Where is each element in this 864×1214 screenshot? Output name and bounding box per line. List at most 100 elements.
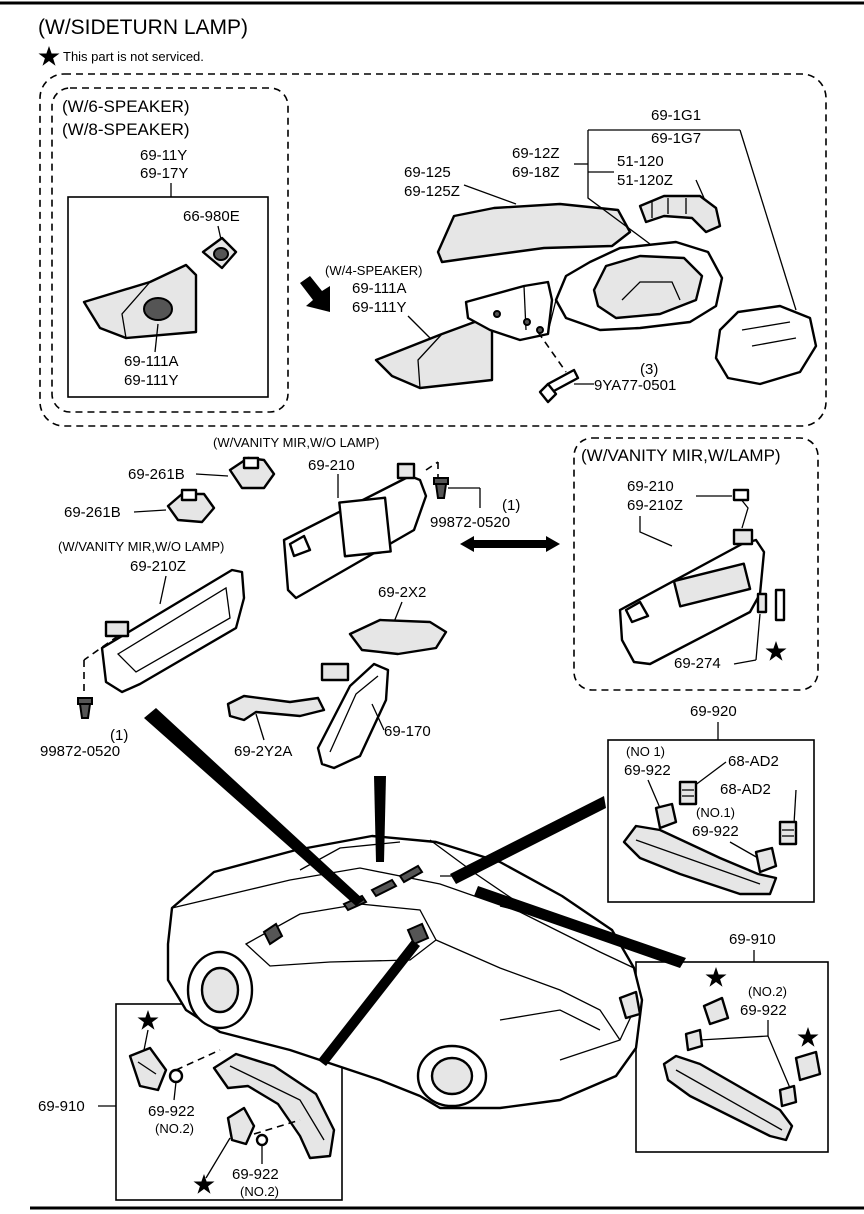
label-69-210-a: 69-210 xyxy=(308,457,355,474)
label-69-170: 69-170 xyxy=(384,723,431,740)
grab-handle-910-right-box xyxy=(635,961,829,1153)
label-69-210-b: 69-210 xyxy=(627,478,674,495)
grab-handle-920-box xyxy=(607,739,815,903)
rear-grab-handle-910-right xyxy=(662,1054,794,1142)
label-68-AD2-a: 68-AD2 xyxy=(728,753,779,770)
mirror-inner-garnish-with-speaker xyxy=(82,263,198,340)
front-grab-handle xyxy=(226,694,326,722)
star-icon xyxy=(193,1174,215,1194)
label-qty-1-a: (1) xyxy=(502,497,520,514)
side-turn-lamp xyxy=(638,194,722,234)
label-69-910-right: 69-910 xyxy=(729,931,776,948)
visor-holder-a xyxy=(228,456,276,490)
label-68-AD2-b: 68-AD2 xyxy=(720,781,771,798)
vanity-lamp-lens xyxy=(774,588,786,622)
label-69-17Y: 69-17Y xyxy=(140,165,188,182)
label-69-1G1: 69-1G1 xyxy=(651,107,701,124)
star-icon xyxy=(38,46,60,66)
sunvisor-lower xyxy=(100,568,246,694)
label-99872-0520-a: 99872-0520 xyxy=(430,514,510,531)
grab-handle-cap-right xyxy=(702,996,730,1026)
alternative-arrow-visor xyxy=(460,536,560,552)
group-label-vanity-w-lamp: (W/VANITY MIR,W/LAMP) xyxy=(581,446,781,465)
label-69-111A-b: 69-111A xyxy=(352,280,407,297)
label-69-111A-a: 69-111A xyxy=(124,353,179,370)
visor-holder-b xyxy=(166,488,216,524)
sunvisor-upper xyxy=(282,462,428,600)
grab-handle-cap-left xyxy=(128,1046,168,1092)
mirror-base-bracket xyxy=(464,280,554,342)
mirror-group-box xyxy=(39,73,827,427)
label-69-910-left: 69-910 xyxy=(38,1098,85,1115)
group-label-8-speaker: (W/8-SPEAKER) xyxy=(62,120,190,139)
clip-69-922-d xyxy=(168,1068,184,1084)
label-no1-a: (NO 1) xyxy=(626,744,665,759)
label-no2-c: (NO.2) xyxy=(240,1184,279,1199)
clip-68-AD2-a xyxy=(678,780,698,806)
mirror-housing-cover xyxy=(436,202,632,264)
label-69-922-b: 69-922 xyxy=(692,823,739,840)
group-label-4-speaker: (W/4-SPEAKER) xyxy=(325,263,423,278)
label-69-125Z: 69-125Z xyxy=(404,183,460,200)
clip-69-922-c2 xyxy=(778,1084,798,1108)
label-66-980E: 66-980E xyxy=(183,208,240,225)
alternative-arrow xyxy=(300,276,330,312)
diagram-title: (W/SIDETURN LAMP) xyxy=(38,16,248,39)
star-icon xyxy=(137,1010,159,1030)
grab-handle-cap-right-2 xyxy=(794,1050,822,1082)
label-69-18Z: 69-18Z xyxy=(512,164,560,181)
callout-pointer-910-right xyxy=(474,886,686,968)
label-qty-3: (3) xyxy=(640,361,658,378)
rearview-mirror-cover xyxy=(348,618,448,656)
label-no2-b: (NO.2) xyxy=(155,1121,194,1136)
label-no2-a: (NO.2) xyxy=(748,984,787,999)
label-69-11Y: 69-11Y xyxy=(140,147,187,164)
group-label-6-speaker: (W/6-SPEAKER) xyxy=(62,97,190,116)
clip-69-922-c xyxy=(684,1028,704,1052)
label-69-125: 69-125 xyxy=(404,164,451,181)
clip-69-922-b xyxy=(754,846,778,874)
mounting-bolt xyxy=(538,368,580,404)
sunvisor-with-lamp xyxy=(618,488,766,666)
label-69-922-e: 69-922 xyxy=(232,1166,279,1183)
callout-pointer-910-left xyxy=(318,940,420,1066)
label-51-120Z: 51-120Z xyxy=(617,172,673,189)
label-9YA77-0501: 9YA77-0501 xyxy=(594,377,676,394)
callout-pointer-mirror xyxy=(374,776,386,862)
label-69-210Z-a: 69-210Z xyxy=(130,558,186,575)
label-69-922-c: 69-922 xyxy=(740,1002,787,1019)
vanity-lamp-bulb xyxy=(756,592,768,614)
rear-grab-handle-910-left xyxy=(212,1052,336,1160)
label-69-920: 69-920 xyxy=(690,703,737,720)
rear-grab-handle-920 xyxy=(622,824,778,896)
label-69-111Y-b: 69-111Y xyxy=(352,299,407,316)
tweeter-speaker xyxy=(201,236,238,270)
mirror-glass xyxy=(714,304,818,386)
label-69-274: 69-274 xyxy=(674,655,721,672)
label-51-120: 51-120 xyxy=(617,153,664,170)
visor-screw-a xyxy=(433,477,449,499)
group-label-vanity-wo-lamp-lower: (W/VANITY MIR,W/O LAMP) xyxy=(58,539,224,554)
callout-pointer-920 xyxy=(450,796,606,884)
speaker-6-8-group-box xyxy=(51,87,289,413)
label-69-1G7: 69-1G7 xyxy=(651,130,701,147)
speaker-subassembly-box xyxy=(67,196,269,398)
visor-screw-b xyxy=(77,697,93,719)
label-69-261B-a: 69-261B xyxy=(128,466,185,483)
label-69-2X2: 69-2X2 xyxy=(378,584,426,601)
label-69-922-a: 69-922 xyxy=(624,762,671,779)
star-icon xyxy=(765,641,787,661)
label-69-210Z-b: 69-210Z xyxy=(627,497,683,514)
mirror-inner-garnish xyxy=(374,318,494,390)
label-69-12Z: 69-12Z xyxy=(512,145,560,162)
label-99872-0520-b: 99872-0520 xyxy=(40,743,120,760)
star-icon xyxy=(705,967,727,987)
clip-68-AD2-b xyxy=(778,820,798,846)
clip-69-922-a xyxy=(654,802,678,830)
not-serviced-note: This part is not serviced. xyxy=(63,49,204,64)
rearview-mirror xyxy=(316,662,390,770)
callout-pointer-front-handle xyxy=(144,708,364,906)
label-qty-1-b: (1) xyxy=(110,727,128,744)
mirror-housing-body xyxy=(547,240,724,333)
